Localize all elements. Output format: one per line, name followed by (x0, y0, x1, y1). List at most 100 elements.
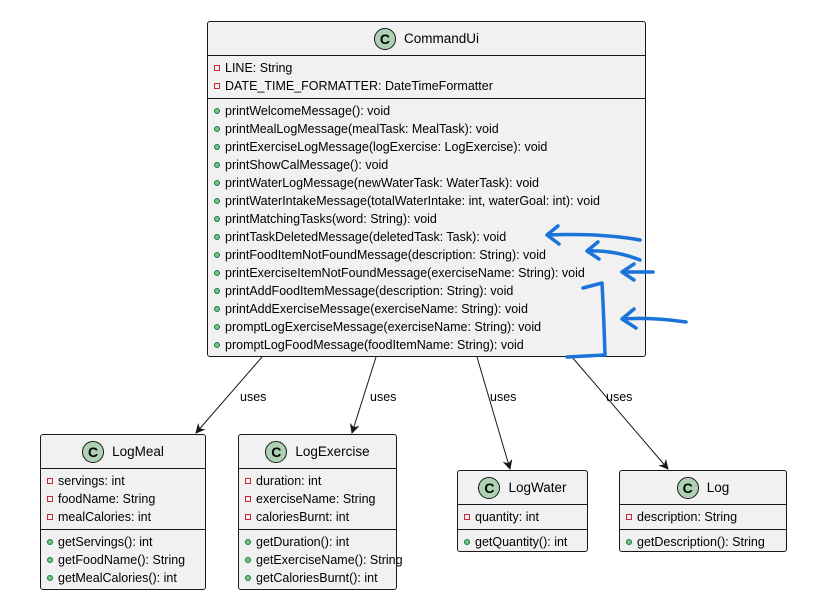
private-field-icon (47, 478, 53, 484)
field-row: duration: int (245, 472, 396, 490)
class-log[interactable]: C Log description: String getDescription… (619, 470, 787, 552)
method-row: printExerciseLogMessage(logExercise: Log… (214, 138, 645, 156)
class-header: C LogWater (458, 471, 587, 505)
annotation-bracket (565, 281, 607, 359)
method-text: printShowCalMessage(): void (225, 158, 389, 172)
public-method-icon (214, 288, 220, 294)
public-method-icon (214, 216, 220, 222)
method-row: printWelcomeMessage(): void (214, 102, 645, 120)
method-text: printWaterIntakeMessage(totalWaterIntake… (225, 194, 600, 208)
method-text: getExerciseName(): String (256, 553, 403, 567)
private-field-icon (214, 83, 220, 89)
method-row: getFoodName(): String (47, 551, 205, 569)
class-name: Log (706, 480, 730, 495)
public-method-icon (47, 539, 53, 545)
field-row: foodName: String (47, 490, 205, 508)
method-text: printTaskDeletedMessage(deletedTask: Tas… (225, 230, 507, 244)
public-method-icon (47, 575, 53, 581)
method-row: printTaskDeletedMessage(deletedTask: Tas… (214, 228, 645, 246)
private-field-icon (626, 514, 632, 520)
method-text: getDuration(): int (256, 535, 350, 549)
field-text: servings: int (58, 474, 125, 488)
public-method-icon (214, 324, 220, 330)
method-row: getServings(): int (47, 533, 205, 551)
method-text: getMealCalories(): int (58, 571, 177, 585)
class-name: LogWater (508, 480, 567, 495)
public-method-icon (214, 144, 220, 150)
relation-label: uses (490, 390, 517, 404)
uses-arrow-logwater (476, 356, 513, 470)
field-text: caloriesBurnt: int (256, 510, 350, 524)
method-row: printMealLogMessage(mealTask: MealTask):… (214, 120, 645, 138)
field-text: quantity: int (475, 510, 539, 524)
method-text: promptLogExerciseMessage(exerciseName: S… (225, 320, 542, 334)
annotation-arrow (620, 262, 655, 282)
method-text: printExerciseLogMessage(logExercise: Log… (225, 140, 548, 154)
annotation-arrow (585, 240, 642, 262)
public-method-icon (464, 539, 470, 545)
field-text: foodName: String (58, 492, 156, 506)
public-method-icon (626, 539, 632, 545)
private-field-icon (245, 478, 251, 484)
class-c-icon: C (265, 440, 288, 463)
method-text: printWelcomeMessage(): void (225, 104, 391, 118)
private-field-icon (245, 514, 251, 520)
method-row: getDescription(): String (626, 533, 786, 551)
method-row: getExerciseName(): String (245, 551, 403, 569)
method-text: printAddExerciseMessage(exerciseName: St… (225, 302, 528, 316)
methods-section: getQuantity(): int (458, 530, 587, 554)
class-logwater[interactable]: C LogWater quantity: int getQuantity(): … (457, 470, 588, 552)
method-row: getDuration(): int (245, 533, 396, 551)
method-text: printFoodItemNotFoundMessage(description… (225, 248, 546, 262)
relation-label: uses (240, 390, 267, 404)
field-text: DATE_TIME_FORMATTER: DateTimeFormatter (225, 79, 493, 93)
class-c-icon: C (478, 476, 501, 499)
annotation-arrow (620, 307, 688, 330)
field-text: mealCalories: int (58, 510, 152, 524)
method-row: printWaterLogMessage(newWaterTask: Water… (214, 174, 645, 192)
uses-arrow-logexercise (349, 356, 377, 434)
private-field-icon (464, 514, 470, 520)
private-field-icon (214, 65, 220, 71)
method-text: printMatchingTasks(word: String): void (225, 212, 437, 226)
public-method-icon (214, 180, 220, 186)
public-method-icon (214, 126, 220, 132)
method-text: printMealLogMessage(mealTask: MealTask):… (225, 122, 499, 136)
method-text: getServings(): int (58, 535, 153, 549)
field-text: description: String (637, 510, 738, 524)
method-row: printWaterIntakeMessage(totalWaterIntake… (214, 192, 645, 210)
field-text: LINE: String (225, 61, 293, 75)
public-method-icon (214, 198, 220, 204)
field-row: LINE: String (214, 59, 645, 77)
method-row: printAddFoodItemMessage(description: Str… (214, 282, 645, 300)
field-row: caloriesBurnt: int (245, 508, 396, 526)
method-text: printExerciseItemNotFoundMessage(exercis… (225, 266, 585, 280)
method-row: getQuantity(): int (464, 533, 587, 551)
public-method-icon (214, 108, 220, 114)
public-method-icon (47, 557, 53, 563)
uses-arrow-log (571, 356, 669, 470)
method-row: printMatchingTasks(word: String): void (214, 210, 645, 228)
method-row: printShowCalMessage(): void (214, 156, 645, 174)
class-header: C Log (620, 471, 786, 505)
field-row: servings: int (47, 472, 205, 490)
class-name: LogMeal (112, 444, 164, 459)
field-row: mealCalories: int (47, 508, 205, 526)
methods-section: getDescription(): String (620, 530, 786, 554)
method-row: getCaloriesBurnt(): int (245, 569, 396, 587)
fields-section: servings: int foodName: String mealCalorie… (41, 469, 205, 530)
method-text: getDescription(): String (637, 535, 765, 549)
method-row: promptLogFoodMessage(foodItemName: Strin… (214, 336, 645, 354)
public-method-icon (245, 557, 251, 563)
methods-section: printWelcomeMessage(): void printMealLogM… (208, 99, 645, 357)
method-row: printFoodItemNotFoundMessage(description… (214, 246, 645, 264)
method-text: printAddFoodItemMessage(description: Str… (225, 284, 514, 298)
method-text: promptLogFoodMessage(foodItemName: Strin… (225, 338, 524, 352)
